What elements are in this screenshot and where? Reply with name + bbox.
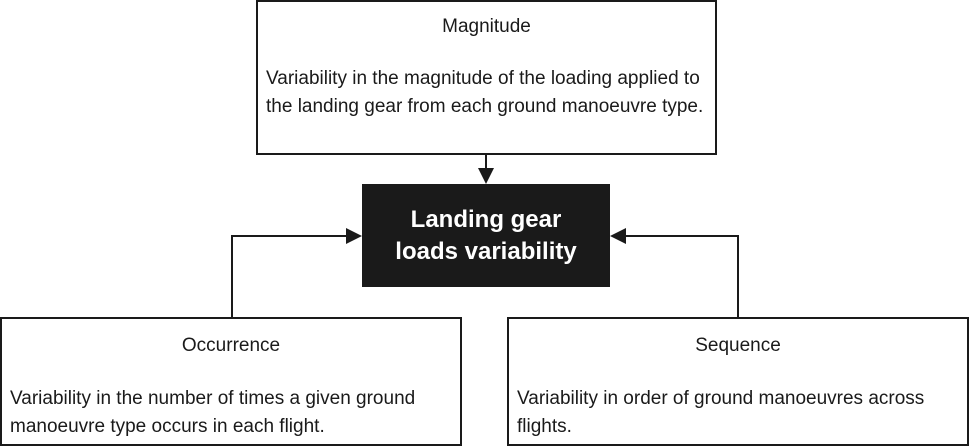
magnitude-arrowhead — [478, 168, 494, 184]
magnitude-description: Variability in the magnitude of the load… — [266, 68, 704, 117]
occurrence-arrowhead — [346, 228, 362, 244]
center-label: Landing gear loads variability — [395, 205, 577, 265]
occurrence-description: Variability in the number of times a giv… — [10, 388, 416, 437]
sequence-title: Sequence — [695, 335, 781, 356]
magnitude-box: Magnitude Variability in the magnitude o… — [256, 0, 717, 155]
center-box: Landing gear loads variability — [362, 184, 610, 287]
sequence-box: Sequence Variability in order of ground … — [507, 317, 969, 446]
occurrence-connector-line — [231, 235, 346, 317]
sequence-description: Variability in order of ground manoeuvre… — [517, 388, 925, 437]
occurrence-title: Occurrence — [181, 335, 281, 356]
sequence-arrowhead — [610, 228, 626, 244]
occurrence-box: Occurrence Variability in the number of … — [0, 317, 462, 446]
magnitude-title: Magnitude — [442, 16, 531, 37]
sequence-connector-line — [626, 235, 739, 317]
